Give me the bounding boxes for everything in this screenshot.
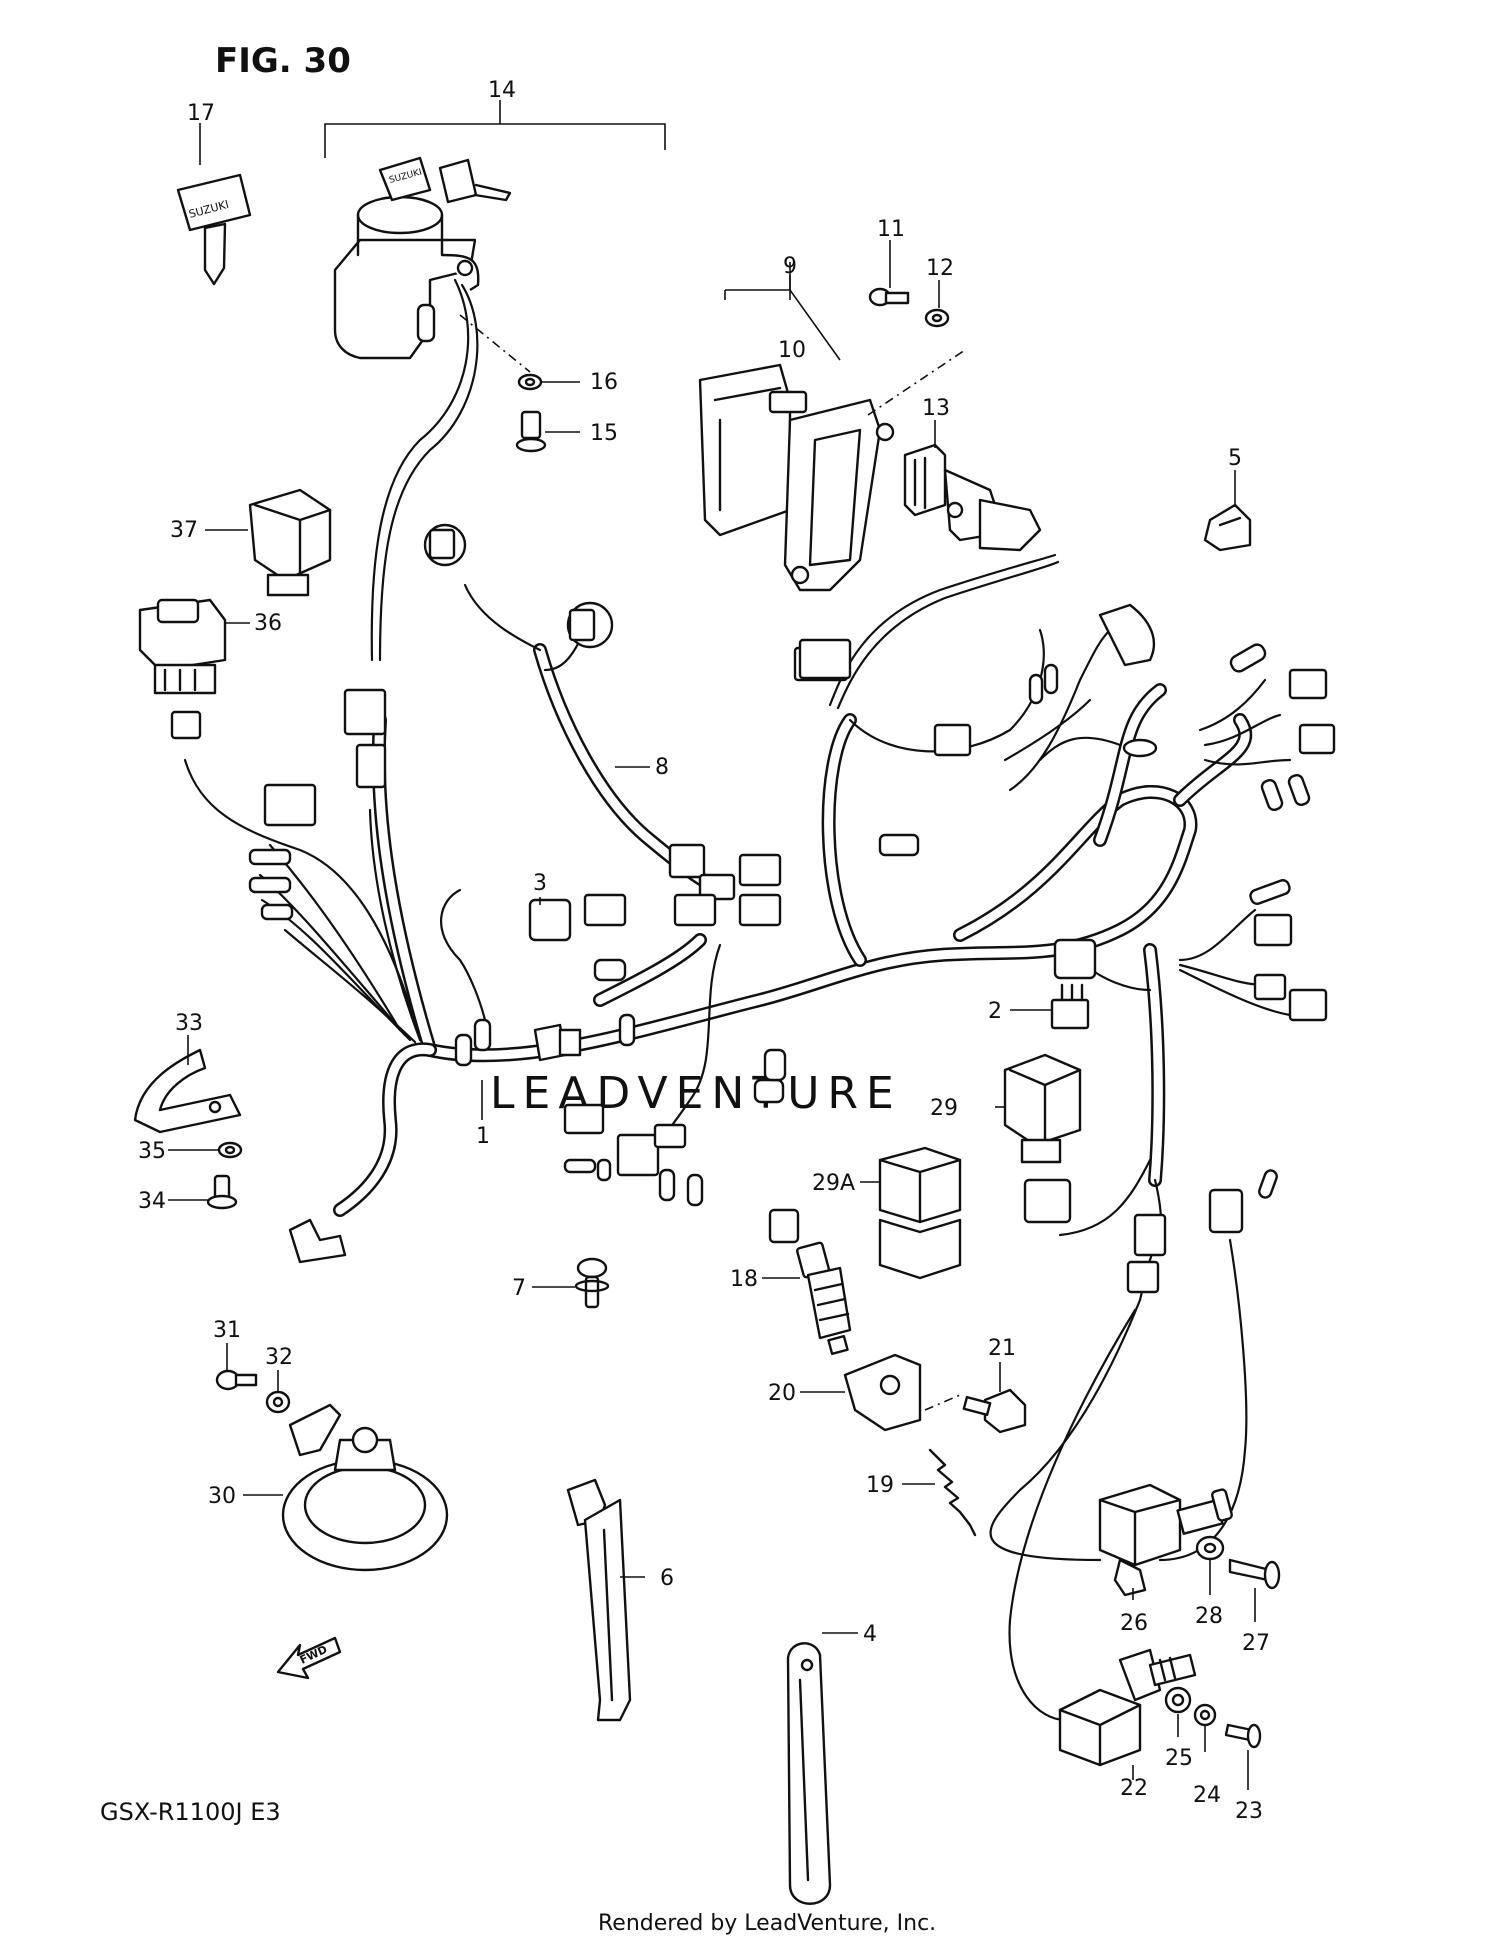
callout-33: 33	[175, 1011, 203, 1036]
callout-22: 22	[1120, 1776, 1148, 1801]
watermark: LEADVENTURE	[490, 1068, 902, 1119]
callout-25: 25	[1165, 1746, 1193, 1771]
fwd-arrow-icon: FWD	[276, 1636, 342, 1680]
center-connectors	[668, 646, 972, 927]
callout-5: 5	[1228, 446, 1242, 471]
footer-credit: Rendered by LeadVenture, Inc.	[598, 1911, 936, 1936]
callout-12: 12	[926, 256, 954, 281]
regulator-9-part	[698, 363, 895, 592]
relay-29-part	[1003, 1053, 1082, 1164]
screw-27-part	[1228, 1558, 1281, 1590]
callout-29a: 29A	[812, 1171, 855, 1196]
callout-16: 16	[590, 370, 618, 395]
callout-10: 10	[778, 338, 806, 363]
bolt-21-part	[962, 1388, 1027, 1434]
switch-26-part	[1098, 1483, 1233, 1597]
washer-35-part	[217, 1141, 243, 1159]
clamp-5-part	[1203, 503, 1252, 552]
model-code: GSX-R1100J E3	[100, 1798, 281, 1826]
horn-30-part	[281, 1403, 449, 1572]
upper-right-connectors	[798, 603, 1336, 811]
starter-relay-13-part	[903, 443, 1042, 552]
ignition-wires	[370, 278, 479, 662]
callout-32: 32	[265, 1345, 293, 1370]
callout-31: 31	[213, 1318, 241, 1343]
screw-34-part	[206, 1174, 238, 1210]
bolt-31-part	[215, 1369, 258, 1391]
switch-36-part	[138, 598, 227, 695]
callout-13: 13	[922, 396, 950, 421]
callout-27: 27	[1242, 1631, 1270, 1656]
clamp-33-part	[133, 1048, 242, 1134]
left-connectors	[170, 688, 492, 1264]
callout-36: 36	[254, 611, 282, 636]
connector-2-part	[1050, 983, 1090, 1030]
callout-15: 15	[590, 421, 618, 446]
bracket-20-part	[843, 1353, 922, 1432]
right-lower-connectors	[1023, 1169, 1278, 1294]
band-4-part	[786, 1642, 832, 1905]
washer-25-part	[1164, 1686, 1192, 1714]
leader-lines	[168, 123, 1256, 1790]
callout-14: 14	[488, 78, 516, 103]
callout-35: 35	[138, 1139, 166, 1164]
dash-12	[867, 349, 966, 416]
washer-12-part	[924, 308, 950, 328]
washer-28-part	[1195, 1535, 1225, 1561]
callout-19: 19	[866, 1473, 894, 1498]
callout-labels: 14 17 16 15 9 10 11 12 13 5 37 36 8 3 1 …	[138, 78, 1270, 1824]
screw-23-part	[1224, 1723, 1262, 1749]
sensor-18-part	[796, 1241, 852, 1356]
callout-7: 7	[512, 1276, 526, 1301]
callout-2: 2	[988, 999, 1002, 1024]
callout-20: 20	[768, 1381, 796, 1406]
dash-21	[924, 1394, 961, 1411]
screw-15-part	[515, 410, 547, 453]
callout-26: 26	[1120, 1611, 1148, 1636]
callout-6: 6	[660, 1566, 674, 1591]
washer-24-part	[1193, 1703, 1217, 1727]
relay-29a-part	[878, 1146, 962, 1280]
dash-16	[459, 314, 531, 373]
relay-37-part	[248, 488, 332, 597]
callout-37: 37	[170, 518, 198, 543]
callout-23: 23	[1235, 1799, 1263, 1824]
callout-4: 4	[863, 1622, 877, 1647]
bolt-11-part	[868, 287, 910, 307]
washer-32-part	[265, 1390, 291, 1414]
right-middle-connectors	[1053, 879, 1328, 1022]
connector-3-part	[528, 893, 636, 1062]
cable-tie-6-part	[566, 1478, 632, 1722]
screw-7-part	[574, 1257, 610, 1309]
switch-22-part	[1058, 1648, 1197, 1767]
callout-18: 18	[730, 1267, 758, 1292]
callout-8: 8	[655, 755, 669, 780]
callout-17: 17	[187, 101, 215, 126]
ignition-switch-part: SUZUKI	[333, 156, 512, 360]
bracket-14	[324, 100, 666, 158]
lamp-harness-part	[423, 523, 727, 897]
callout-11: 11	[877, 217, 905, 242]
callout-28: 28	[1195, 1604, 1223, 1629]
lower-middle-connectors	[563, 1048, 800, 1244]
callout-30: 30	[208, 1484, 236, 1509]
key-part: SUZUKI	[176, 173, 252, 286]
callout-34: 34	[138, 1189, 166, 1214]
callout-29: 29	[930, 1096, 958, 1121]
callout-21: 21	[988, 1336, 1016, 1361]
callout-3: 3	[533, 871, 547, 896]
washer-16-part	[517, 373, 543, 391]
callout-1: 1	[476, 1124, 490, 1149]
callout-24: 24	[1193, 1783, 1221, 1808]
spring-19-part	[928, 1448, 977, 1537]
figure-title: FIG. 30	[215, 41, 351, 81]
callout-9: 9	[783, 254, 797, 279]
